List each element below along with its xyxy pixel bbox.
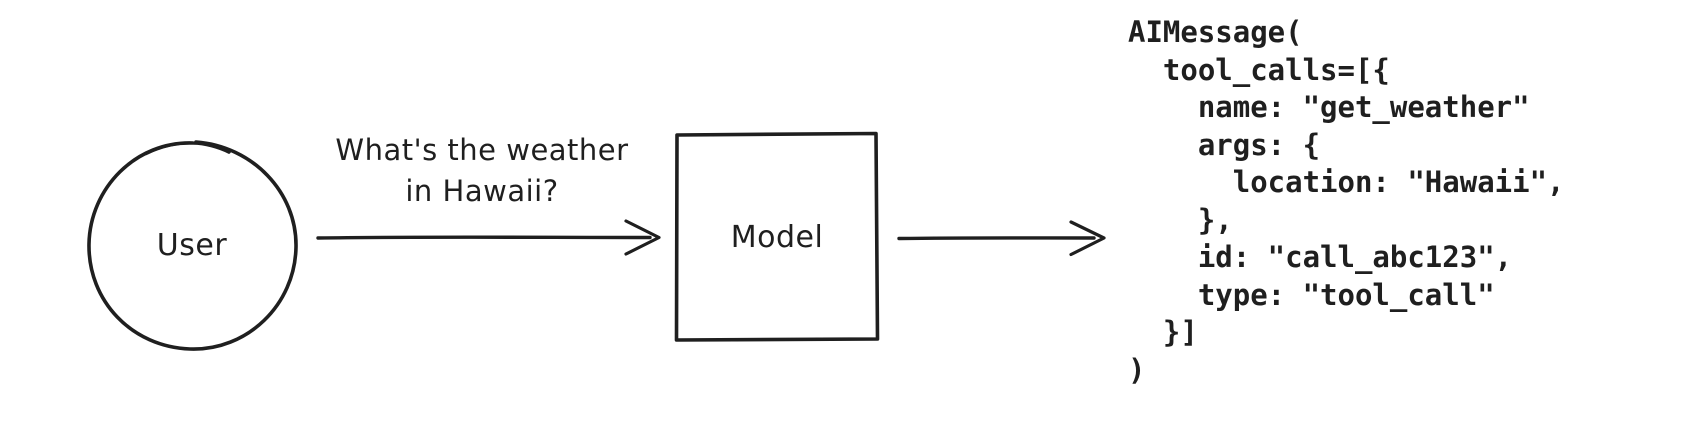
request-arrow-label: What's the weather in Hawaii? — [300, 130, 664, 212]
request-arrow-label-line2: in Hawaii? — [405, 174, 559, 208]
model-box — [674, 131, 880, 342]
aimessage-code-block: AIMessage( tool_calls=[{ name: "get_weat… — [1128, 15, 1565, 387]
user-node-label: User — [156, 228, 228, 263]
response-arrow — [897, 220, 1106, 257]
request-arrow-label-line1: What's the weather — [335, 133, 629, 167]
request-arrow — [316, 219, 661, 256]
model-node-label: Model — [730, 220, 824, 255]
user-circle — [87, 140, 298, 351]
